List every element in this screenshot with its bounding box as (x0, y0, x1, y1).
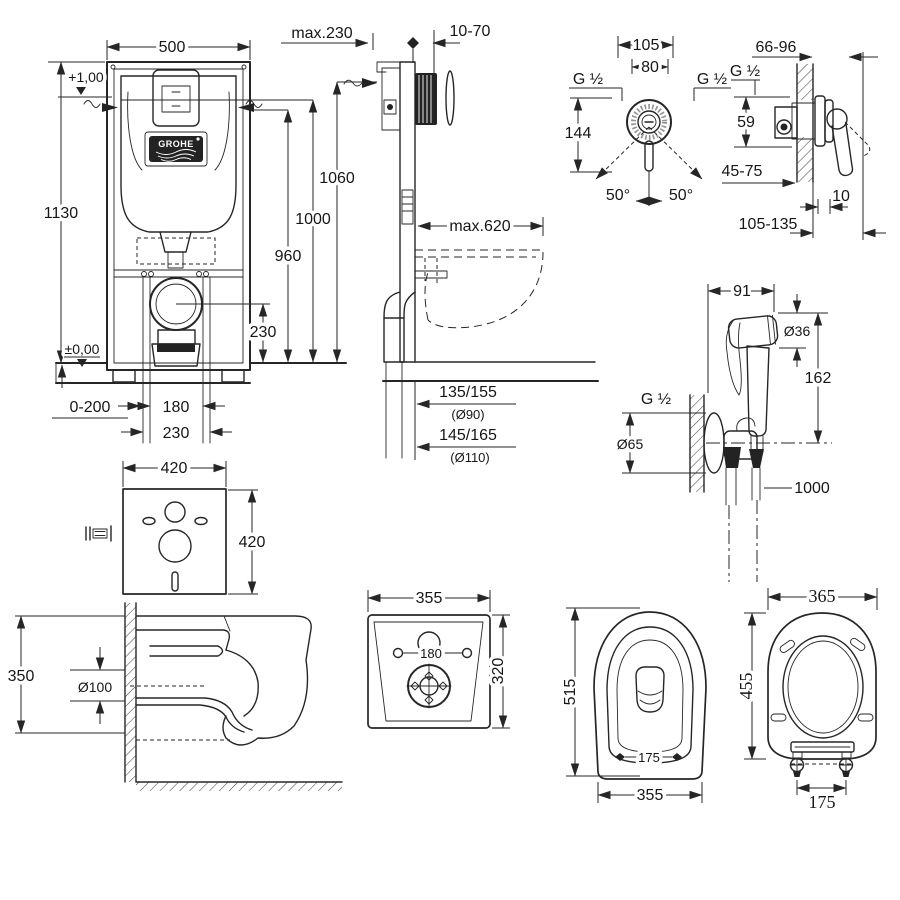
dim-162: 162 (805, 370, 832, 387)
dim-bowl-back-355: 355 (416, 590, 443, 607)
angle-left-50: 50° (606, 187, 630, 204)
dim-depth-max230: max.230 (291, 25, 352, 42)
grohe-logo-text: GROHE (158, 139, 194, 149)
frame-front-dimensions: 500 1130 +1,00 960 1000 1060 (40, 36, 377, 446)
dim-outlet-135-155: 135/155 (439, 384, 497, 401)
cistern (120, 75, 237, 269)
flush-plate (152, 69, 200, 127)
bowl-top-sump (635, 666, 665, 713)
dim-outlet-d90: (Ø90) (451, 407, 484, 422)
dim-bowl-top-515: 515 (562, 679, 579, 706)
grohe-logo: GROHE (144, 131, 208, 167)
dim-wall-10-70: 10-70 (450, 23, 491, 40)
seat-view: 365 455 175 (733, 583, 878, 812)
mixer-side-thread: G ½ (730, 63, 760, 80)
dim-plate-d65: Ø65 (617, 436, 644, 452)
dim-outlet-d110: (Ø110) (450, 450, 490, 465)
dim-pad-height: 420 (239, 534, 266, 551)
dim-height-1130: 1130 (44, 205, 79, 222)
dim-floor-adjust: 0-200 (70, 399, 111, 416)
thread-right: G ½ (697, 71, 727, 88)
frame-side-dimensions: max.230 10-70 max.620 135/155 (Ø90) 145/… (281, 23, 544, 465)
shower-thread: G ½ (641, 391, 671, 408)
insulation-pad-view: 420 420 (85, 457, 269, 595)
mixer-side-dimensions: 66-96 G ½ 59 45-75 10 105-135 (722, 39, 886, 240)
dim-960: 960 (275, 248, 302, 265)
dim-hose-1000: 1000 (794, 480, 830, 497)
angle-right-50: 50° (669, 187, 693, 204)
dim-bolt-180: 180 (163, 399, 190, 416)
dim-10: 10 (832, 188, 850, 205)
frame-side-view: max.230 10-70 max.620 135/155 (Ø90) 145/… (281, 23, 599, 465)
dim-reach-max620: max.620 (449, 218, 510, 235)
bowl-back-view: 180 355 320 (367, 587, 511, 729)
seat-hinge-bracket (789, 741, 855, 777)
bowl-top-dimensions: 175 355 515 (559, 607, 703, 808)
dim-45-75: 45-75 (722, 163, 763, 180)
frame-structure (106, 61, 251, 444)
dim-hole-180: 180 (420, 646, 442, 661)
dim-pad-width: 420 (161, 460, 188, 477)
mixer-front-dimensions: 105 80 G ½ G ½ 144 50° 50° (561, 34, 731, 204)
dim-drain-230: 230 (250, 324, 277, 341)
floor-side (382, 361, 599, 460)
hand-shower-view: 91 Ø36 162 G ½ Ø65 1000 (613, 280, 835, 582)
screw-icon (85, 525, 112, 542)
level-floor: ±0,00 (65, 341, 100, 357)
flush-actuator (415, 70, 455, 126)
water-inlet-arrow-left (83, 100, 118, 112)
bowl-side-wall-floor (124, 602, 343, 791)
bowl-top-view: 175 355 515 (559, 607, 707, 808)
dim-bowl-back-320: 320 (490, 658, 507, 685)
dim-bowl-top-355: 355 (637, 787, 664, 804)
pad-dimensions: 420 420 (122, 457, 269, 595)
mixer-side-view: 66-96 G ½ 59 45-75 10 105-135 (722, 39, 886, 240)
bowl-side-dimensions: 350 Ø100 (4, 615, 205, 734)
dim-head-d36: Ø36 (784, 323, 811, 339)
dim-91: 91 (733, 283, 751, 300)
bowl-side-profile (135, 615, 312, 746)
dim-mixer-144: 144 (565, 125, 592, 142)
seat-hinge-slots (770, 637, 874, 722)
dim-outlet-145-165: 145/165 (439, 427, 497, 444)
shower-head (725, 314, 779, 453)
dim-bolt-230: 230 (163, 425, 190, 442)
mixer-side-body (774, 95, 871, 177)
dim-mixer-80: 80 (641, 59, 659, 76)
dim-bowl-350: 350 (8, 668, 35, 685)
wall-fixation-symbol (343, 30, 435, 88)
dim-1060: 1060 (319, 170, 355, 187)
mixer-front-body (595, 99, 703, 206)
dim-mixer-105: 105 (633, 37, 660, 54)
hand-shower-dimensions: 91 Ø36 162 G ½ Ø65 1000 (613, 280, 835, 498)
mixer-side-wall (796, 63, 814, 183)
dim-66-96: 66-96 (756, 39, 797, 56)
dim-width-500: 500 (159, 39, 186, 56)
thread-left: G ½ (573, 71, 603, 88)
dim-seat-hinge-175: 175 (809, 792, 836, 812)
frame-front-view: GROHE (40, 36, 377, 446)
wall-holder (689, 394, 764, 582)
dim-seat-cc-175: 175 (638, 750, 660, 765)
dim-drain-d100: Ø100 (78, 679, 112, 695)
dim-59: 59 (737, 114, 755, 131)
bowl-back-flange (406, 663, 452, 709)
seat-dimensions: 365 455 175 (733, 583, 878, 812)
dim-1000: 1000 (295, 211, 331, 228)
dim-seat-455: 455 (736, 673, 756, 700)
seat-bolt-left (789, 757, 805, 777)
side-profile (376, 61, 416, 459)
mixer-front-view: 105 80 G ½ G ½ 144 50° 50° (561, 34, 731, 206)
bowl-back-dimensions: 355 320 (367, 587, 511, 729)
bowl-dashed-outline (414, 249, 544, 329)
dim-seat-365: 365 (809, 586, 836, 606)
drain-outlet (136, 237, 216, 367)
level-top: +1,00 (68, 69, 104, 85)
dim-105-135: 105-135 (739, 216, 798, 233)
bowl-side-view: 350 Ø100 (4, 602, 343, 791)
floor-lines (55, 362, 347, 384)
seat-bolt-right (838, 757, 854, 777)
